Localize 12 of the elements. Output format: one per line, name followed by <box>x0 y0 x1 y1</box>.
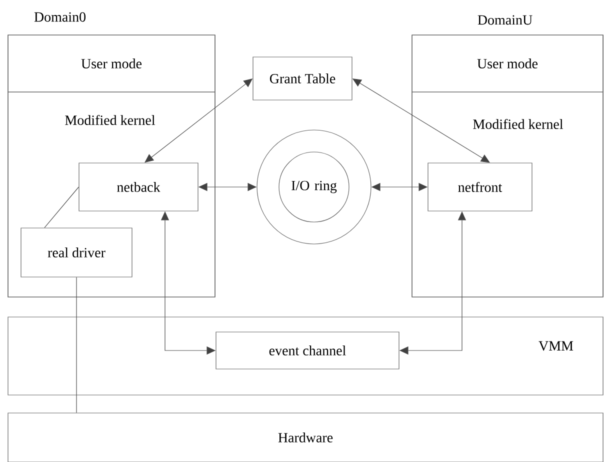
component-box: netfront <box>428 162 532 212</box>
user-mode-band: User mode <box>412 34 604 92</box>
component-box: netback <box>78 162 198 212</box>
connector-line <box>76 277 77 413</box>
connector-line <box>44 186 79 228</box>
hardware-band: Hardware <box>8 412 604 462</box>
user-mode-band: User mode <box>8 34 216 92</box>
component-box: Grant Table <box>252 56 352 100</box>
component-box: event channel <box>216 332 400 370</box>
component-box: real driver <box>20 228 132 278</box>
node-label: Domain0 <box>34 12 86 22</box>
node-label: DomainU <box>478 15 532 25</box>
